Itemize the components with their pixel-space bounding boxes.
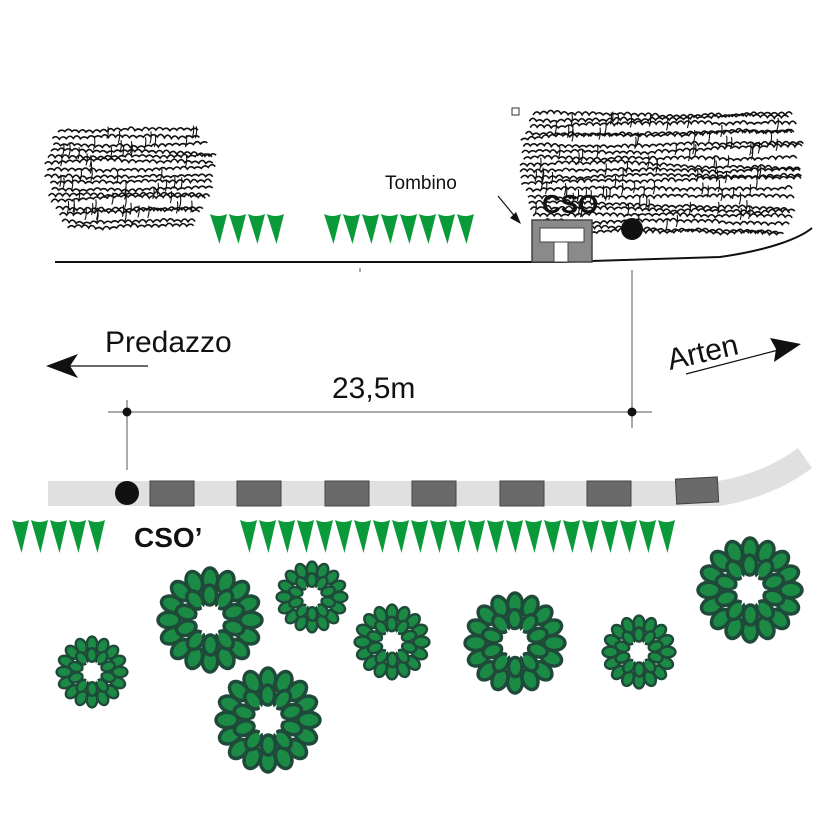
cso-chamber	[531, 219, 593, 263]
leafy-tree-icon	[214, 666, 322, 774]
leafy-tree-icon	[275, 560, 349, 634]
grass-tuft-icon	[240, 520, 257, 553]
grass-tuft-icon	[525, 520, 542, 553]
plan-view: CSO’	[12, 448, 812, 774]
dimension-end-dot	[627, 407, 637, 417]
arrow-head-icon	[46, 354, 78, 378]
grass-tuft-icon	[430, 520, 447, 553]
road-blocks	[149, 476, 720, 507]
arten-arrow-line	[685, 347, 787, 375]
grass-tuft-icon	[373, 520, 390, 553]
cso-outlet-dot	[115, 481, 139, 505]
grass-tuft-icon	[449, 520, 466, 553]
grass-tuft-icon	[506, 520, 523, 553]
grass-tuft-icon	[620, 520, 637, 553]
grass-tuft-icon	[354, 520, 371, 553]
grass-tuft-icon	[362, 214, 379, 244]
grass-row	[210, 214, 474, 244]
grass-tuft-icon	[31, 520, 48, 553]
grass-tuft-icon	[582, 520, 599, 553]
arrow-head-icon	[510, 212, 521, 224]
scribble-bush-icon	[519, 109, 804, 237]
leafy-tree-icon	[353, 603, 431, 681]
road-block	[586, 480, 632, 507]
arrow-head-icon	[770, 338, 801, 362]
grass-tuft-icon	[12, 520, 29, 553]
predazzo-label: Predazzo	[105, 326, 232, 359]
grass-row	[12, 520, 675, 553]
leafy-tree-icon	[55, 635, 129, 709]
grass-tuft-icon	[335, 520, 352, 553]
road-block	[674, 476, 720, 505]
scribble-bush-icon	[44, 125, 217, 231]
grass-tuft-icon	[210, 214, 227, 244]
road-block	[499, 480, 545, 507]
road-block	[411, 480, 457, 507]
grass-tuft-icon	[457, 214, 474, 244]
tree-group	[55, 536, 804, 774]
grass-tuft-icon	[639, 520, 656, 553]
grass-tuft-icon	[324, 214, 341, 244]
manhole-label: Tombino	[385, 173, 457, 194]
directions: Predazzo Arten	[46, 326, 801, 378]
side-view: Tombino CSO	[44, 107, 813, 428]
grass-tuft-icon	[229, 214, 246, 244]
grass-tuft-icon	[69, 520, 86, 553]
road-block	[149, 480, 195, 507]
grass-tuft-icon	[316, 520, 333, 553]
grass-tuft-icon	[50, 520, 67, 553]
grass-tuft-icon	[601, 520, 618, 553]
leafy-tree-icon	[696, 536, 804, 644]
outlet-pipe	[621, 218, 643, 240]
grass-tuft-icon	[381, 214, 398, 244]
grass-tuft-icon	[411, 520, 428, 553]
ground-line	[55, 227, 813, 263]
grass-tuft-icon	[438, 214, 455, 244]
cso-top-label: CSO	[542, 189, 598, 219]
grass-tuft-icon	[259, 520, 276, 553]
leafy-tree-icon	[463, 591, 567, 695]
grass-tuft-icon	[468, 520, 485, 553]
grass-tuft-icon	[658, 520, 675, 553]
dimension: 23,5m	[108, 372, 652, 470]
grass-tuft-icon	[297, 520, 314, 553]
leafy-tree-icon	[156, 566, 264, 674]
dimension-end-dot	[122, 407, 132, 417]
road-block	[324, 480, 370, 507]
grass-tuft-icon	[563, 520, 580, 553]
grass-tuft-icon	[278, 520, 295, 553]
grass-tuft-icon	[419, 214, 436, 244]
grass-tuft-icon	[88, 520, 105, 553]
grass-tuft-icon	[400, 214, 417, 244]
grass-tuft-icon	[487, 520, 504, 553]
grass-tuft-icon	[544, 520, 561, 553]
leafy-tree-icon	[601, 614, 677, 690]
grass-tuft-icon	[392, 520, 409, 553]
distance-label: 23,5m	[332, 372, 415, 405]
grass-tuft-icon	[248, 214, 265, 244]
road-block	[236, 480, 282, 507]
cso-bottom-label: CSO’	[134, 522, 202, 553]
grass-tuft-icon	[343, 214, 360, 244]
small-marker	[511, 107, 520, 116]
grass-tuft-icon	[267, 214, 284, 244]
